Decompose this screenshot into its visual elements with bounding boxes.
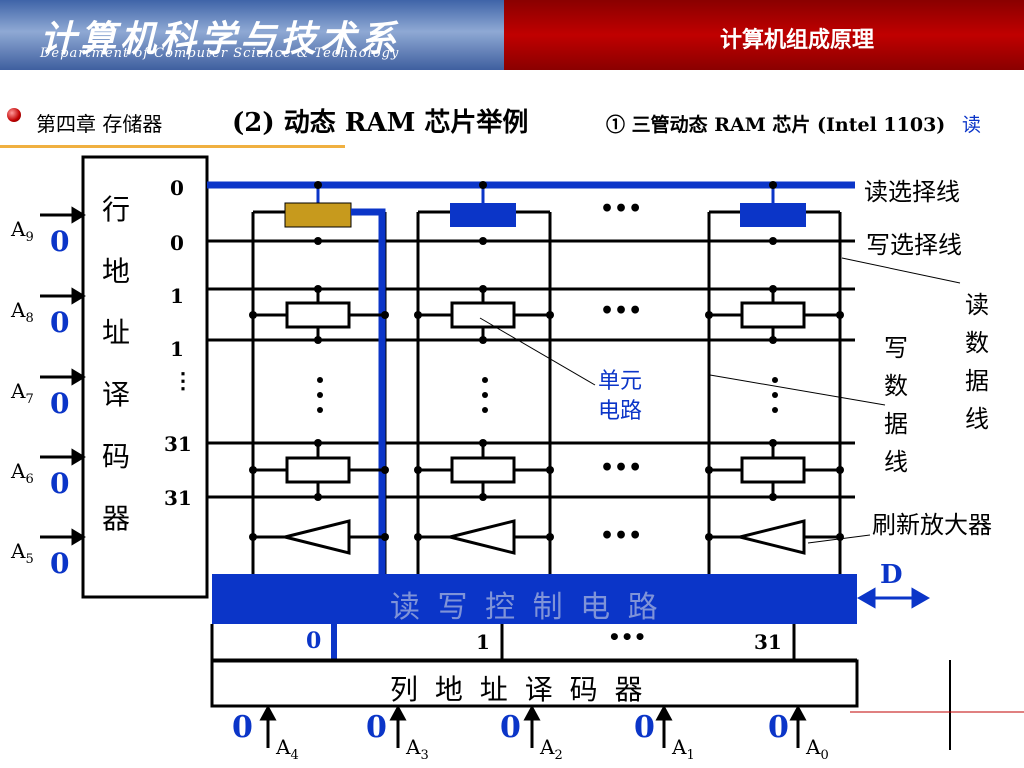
d-label: D [880,560,903,590]
col-bit-1: 1 [476,630,490,654]
col-addr-A0: A0 [806,735,829,763]
col-ellipsis-row0: ••• [600,196,643,222]
refresh-amp-label: 刷新放大器 [872,511,992,539]
write-data-char-0: 写 [884,334,908,362]
col-addr-A3: A3 [406,735,429,763]
row-decoder-char-5: 器 [102,502,131,535]
cell-row0-col1 [450,203,516,227]
callout-lines [479,257,961,544]
row-decoder-char-4: 码 [102,440,131,473]
section-title: (2) 动态 RAM 芯片举例 [232,108,529,138]
write-data-char-3: 线 [884,448,908,476]
col-bit-31: 31 [754,630,782,654]
row-addr-A9: A9 [11,217,34,245]
row-addr-arrows [40,206,86,546]
row-addr-A7: A7 [11,379,34,407]
rw-control-label: 读 写 控 制 电 路 [390,590,662,625]
row-bit-2: 1 [170,284,184,308]
col-addr-arrows [259,704,807,748]
write-data-char-2: 据 [884,410,908,438]
row-bit-3: 1 [170,337,184,361]
write-select-label: 写选择线 [866,231,962,259]
row-addr-A6-value: 0 [50,467,70,500]
row-addr-A7-value: 0 [50,387,70,420]
col-addr-A1-value: 0 [634,710,655,745]
col-ellipsis-amp: ••• [600,523,643,549]
read-data-char-1: 数 [965,329,989,357]
col-addr-A4-value: 0 [232,710,253,745]
junction-dots [249,181,844,541]
col-bit-ellipsis: ••• [608,625,647,649]
dept-logo-subtitle: Department of Computer Science & Technol… [40,46,400,61]
selected-data-path [351,208,386,575]
bullet-icon [7,108,21,122]
vertical-ellipsis [317,377,778,413]
col-addr-A2-value: 0 [500,710,521,745]
col-ellipsis-row31: ••• [600,455,643,481]
col-decoder-box [210,659,859,708]
course-title: 计算机组成原理 [719,27,874,53]
read-data-char-0: 读 [965,291,989,319]
col-decoder-label: 列 地 址 译 码 器 [390,673,647,706]
cell-row0-col31 [740,203,806,227]
rw-control-bar [212,574,857,624]
row-bit-31b: 31 [164,486,192,510]
row-decoder-box [81,155,209,599]
cell-label-line2: 电路 [598,399,643,424]
data-lines [251,210,842,575]
read-keyword: 读 [962,114,982,136]
read-data-char-2: 据 [965,367,989,395]
chapter-title: 第四章 存储器 [36,112,163,136]
cell-label-line1: 单元 [598,369,643,394]
row-addr-A9-value: 0 [50,225,70,258]
col-bit-0: 0 [306,628,322,654]
col-addr-A4: A4 [276,735,299,763]
dept-logo-text: 计算机科学与技术系 [40,18,401,60]
write-data-char-1: 数 [884,372,908,400]
row-addr-A5: A5 [11,539,34,567]
col-ellipsis-row1: ••• [600,298,643,324]
row-bit-0: 0 [170,176,184,200]
col-addr-A3-value: 0 [366,710,387,745]
title-underline [0,145,345,148]
row-bit-ellipsis: ⋮ [172,368,194,394]
row-decoder-char-1: 地 [102,255,131,288]
col-addr-A0-value: 0 [768,710,789,745]
sub-title: ① 三管动态 RAM 芯片 (Intel 1103) [606,114,946,136]
row-addr-A6: A6 [11,459,34,487]
row-decoder-char-3: 译 [102,378,131,411]
d-bidir-arrow [856,587,931,609]
cell-resistors [285,301,806,484]
row-bit-31a: 31 [164,432,192,456]
cell-row0-col0 [284,202,352,228]
row-bit-1: 0 [170,231,184,255]
row-addr-A8-value: 0 [50,306,70,339]
col-addr-A1: A1 [672,735,695,763]
row-addr-A8: A8 [11,298,34,326]
col-addr-A2: A2 [540,735,563,763]
row-decoder-char-2: 址 [102,316,131,349]
read-select-label: 读选择线 [864,178,960,206]
header-red-panel [504,0,1024,70]
row-addr-A5-value: 0 [50,547,70,580]
read-data-char-3: 线 [965,405,989,433]
row-decoder-char-0: 行 [102,193,131,226]
